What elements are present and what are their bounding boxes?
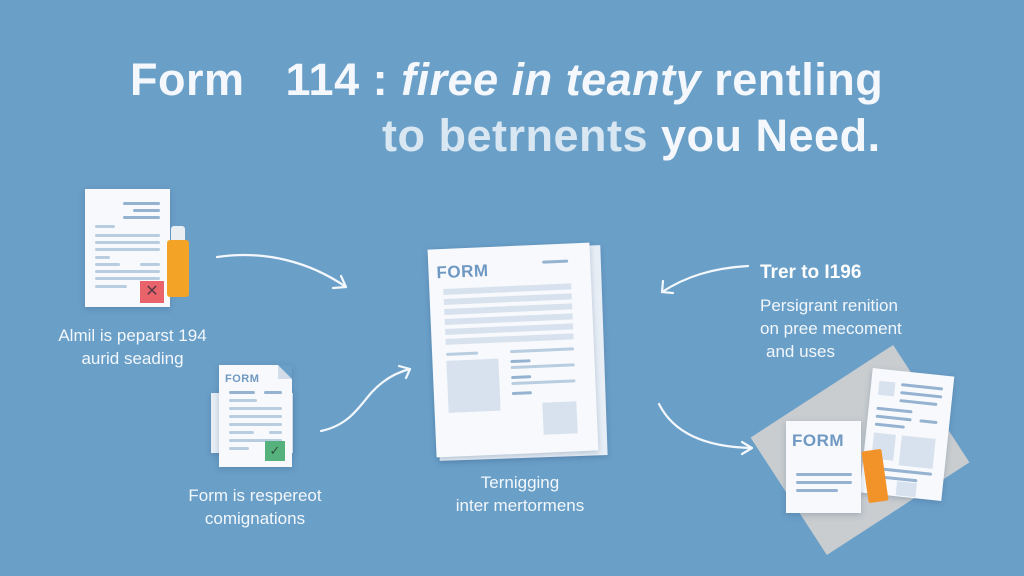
step-caption-center: Ternigging inter mertormens [420,471,620,517]
headline-form-word: Form [130,54,245,105]
x-mark-icon: ✕ [140,281,164,303]
arrow-icon [657,402,754,450]
caption-line: aurid seading [81,349,184,368]
step-caption-top-left: Almil is peparst 194 aurid seading [40,324,225,370]
caption-line: Almil is peparst 194 [58,326,207,345]
form-label: FORM [436,260,489,283]
step-caption-bottom-left: Form is respereot comignations [165,484,345,530]
highlighter-icon [167,226,189,297]
form-label: FORM [225,373,260,385]
caption-line: on pree mecoment [760,319,902,338]
form-document-icon: FORM [786,421,861,513]
central-form-document: FORM [427,242,599,458]
caption-line: Form is respereot [188,486,322,505]
document-icon [85,189,170,307]
step-caption-right: Trer to I196 Persigrant renition on pree… [760,262,902,363]
step-title-right: Trer to I196 [760,262,862,283]
arrow-icon [319,367,412,433]
caption-line: inter mertormens [455,496,585,515]
arrow-icon [660,264,750,294]
headline-bright-phrase: you Need. [661,110,881,161]
form-label: FORM [792,431,845,450]
caption-line: Persigrant renition [760,296,898,315]
caption-line: Ternigging [480,473,560,492]
headline-number: 114 : [285,54,389,105]
headline-faded-phrase: to betrnents [382,110,649,161]
headline-rest: rentling [714,54,884,105]
headline-line-1: Form 114 : firee in teanty rentling [130,54,883,106]
arrow-icon [215,253,348,289]
check-mark-icon: ✓ [265,441,285,461]
caption-line: and uses [766,342,835,361]
headline-italic-phrase: firee in teanty [401,54,702,105]
headline-line-2: to betrnents you Need. [382,110,881,162]
caption-line: comignations [204,509,306,528]
